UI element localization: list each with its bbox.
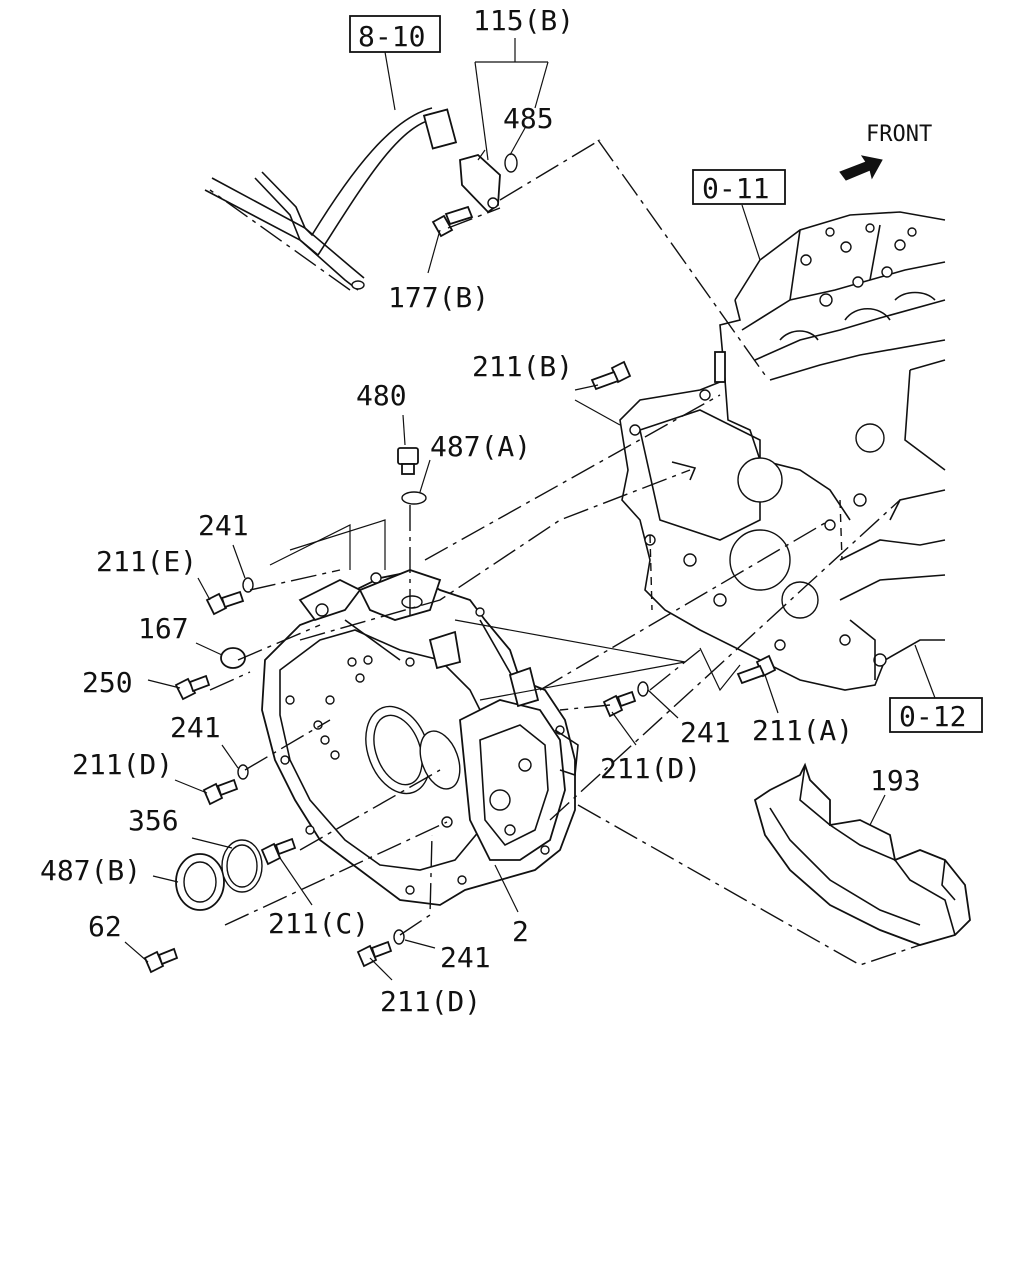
callout-115b: 115(B) xyxy=(473,4,574,37)
front-indicator: FRONT xyxy=(839,122,932,181)
callout-2: 2 xyxy=(512,915,529,948)
flywheel-cover xyxy=(753,762,971,946)
callouts: 115(B) 485 177(B) 211(B) 480 487(A) 241 … xyxy=(40,4,921,1018)
bolt-211e xyxy=(205,577,254,616)
ref-label-0-11: 0-11 xyxy=(702,172,769,205)
callout-167: 167 xyxy=(138,612,189,645)
callout-480: 480 xyxy=(356,379,407,412)
callout-241-mid: 241 xyxy=(170,711,221,744)
callout-487b: 487(B) xyxy=(40,854,141,887)
ref-label-8-10: 8-10 xyxy=(358,20,425,53)
bolt-211a xyxy=(736,654,777,685)
bolt-211d-right xyxy=(602,681,649,718)
leader-lines xyxy=(124,38,936,981)
bolt-177b xyxy=(431,205,474,238)
bolt-211d-left xyxy=(202,764,249,806)
callout-487a: 487(A) xyxy=(430,430,531,463)
sensor-115b xyxy=(459,149,518,214)
callout-177b: 177(B) xyxy=(388,281,489,314)
ref-label-0-12: 0-12 xyxy=(899,700,966,733)
front-label: FRONT xyxy=(866,122,932,147)
callout-211a: 211(A) xyxy=(752,714,853,747)
callout-241-bottom: 241 xyxy=(440,941,491,974)
engine-block xyxy=(619,211,946,691)
callout-211e: 211(E) xyxy=(96,545,197,578)
callout-62: 62 xyxy=(88,910,122,943)
callout-211d-bottom: 211(D) xyxy=(380,985,481,1018)
callout-241-top: 241 xyxy=(198,509,249,542)
callout-211b: 211(B) xyxy=(472,350,573,383)
callout-241-right: 241 xyxy=(680,716,731,749)
plug-480 xyxy=(397,447,427,505)
ref-box-8-10: 8-10 xyxy=(349,15,441,53)
callout-211c: 211(C) xyxy=(268,907,369,940)
callout-485: 485 xyxy=(503,102,554,135)
ref-box-0-11: 0-11 xyxy=(692,169,786,205)
bolt-211c xyxy=(260,837,297,866)
callout-356: 356 xyxy=(128,804,179,837)
bolt-211b xyxy=(590,360,632,391)
flywheel-housing xyxy=(261,569,579,906)
front-arrow-icon xyxy=(839,155,883,181)
callout-211d-right: 211(D) xyxy=(600,752,701,785)
cover-487b xyxy=(175,839,263,911)
callout-211d-left: 211(D) xyxy=(72,748,173,781)
cover-167 xyxy=(220,647,246,669)
bolt-250 xyxy=(174,674,211,701)
callout-193: 193 xyxy=(870,764,921,797)
bolt-62 xyxy=(143,947,179,974)
assembly-lines xyxy=(209,139,921,966)
callout-250: 250 xyxy=(82,666,133,699)
wire-harness xyxy=(204,107,458,291)
ref-box-0-12: 0-12 xyxy=(889,697,983,733)
